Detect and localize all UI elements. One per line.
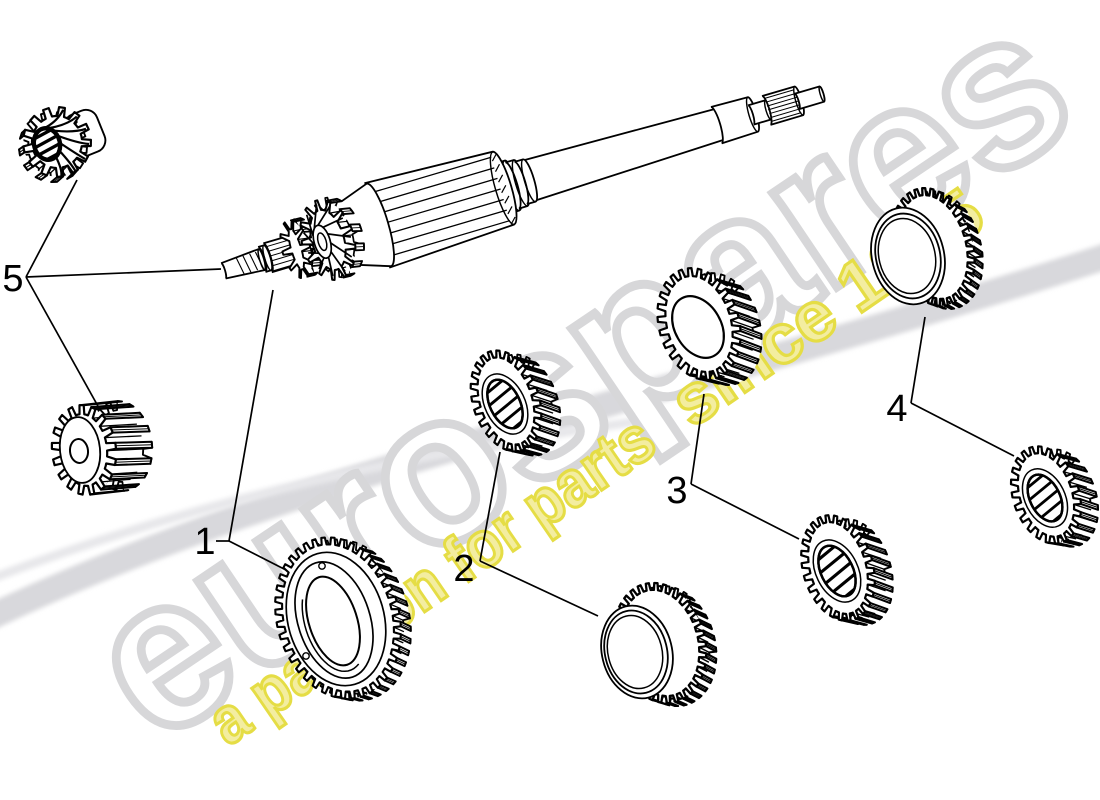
svg-text:2: 2 [453,548,474,590]
svg-text:5: 5 [2,258,23,300]
svg-text:4: 4 [886,388,907,430]
svg-text:1: 1 [194,521,215,563]
svg-text:3: 3 [666,470,687,512]
